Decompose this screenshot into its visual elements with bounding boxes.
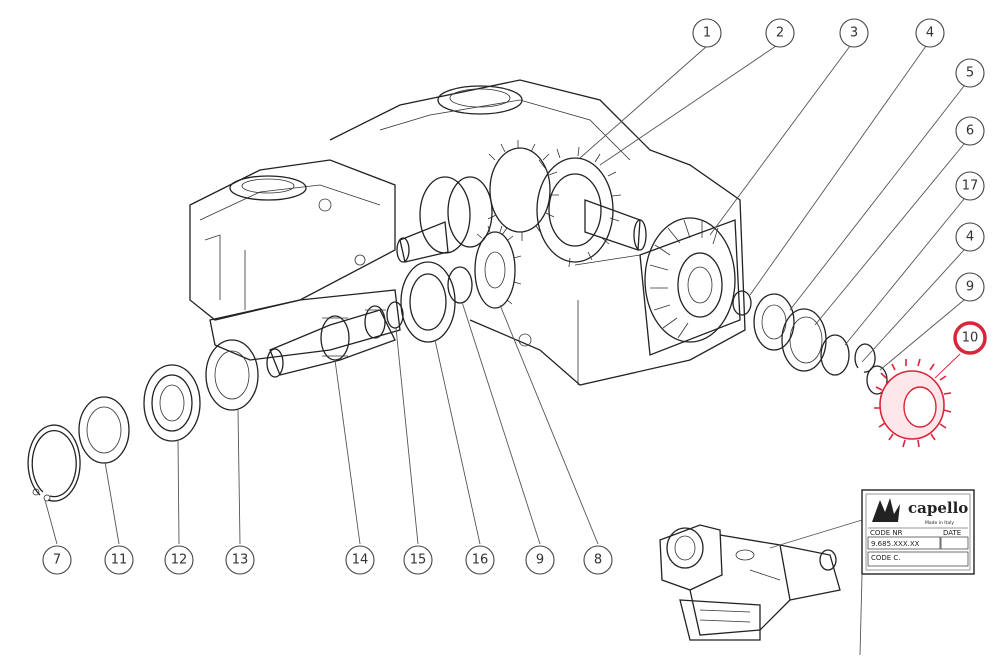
callout-15[interactable]: 15	[403, 545, 433, 575]
nameplate-date-label: DATE	[943, 529, 961, 537]
callout-3[interactable]: 3	[839, 18, 869, 48]
leader-lines	[44, 45, 965, 545]
part-14-input-shaft	[266, 305, 396, 378]
callout-3-label: 3	[850, 26, 858, 41]
callout-2[interactable]: 2	[765, 18, 795, 48]
part-3-crown-wheel	[644, 217, 736, 343]
gearbox-housing	[189, 79, 746, 386]
part-5-bearing	[753, 293, 795, 351]
inset-assembly-thumbnail	[659, 519, 863, 656]
part-2-bevel-shaft	[536, 146, 647, 268]
callout-14[interactable]: 14	[345, 545, 375, 575]
callout-6[interactable]: 6	[955, 116, 985, 146]
callout-4-lower[interactable]: 4	[955, 222, 985, 252]
callout-4-upper[interactable]: 4	[915, 18, 945, 48]
callout-14-label: 14	[352, 553, 369, 568]
callout-10-highlighted[interactable]: 10	[953, 321, 987, 355]
part-7-snap-ring	[27, 424, 81, 502]
callout-12-label: 12	[171, 553, 188, 568]
callout-4-lower-label: 4	[966, 230, 974, 245]
part-16-bearing	[400, 261, 456, 343]
callout-12[interactable]: 12	[164, 545, 194, 575]
callout-2-label: 2	[776, 26, 784, 41]
callout-16-label: 16	[472, 553, 489, 568]
callout-1-label: 1	[703, 26, 711, 41]
callout-8-label: 8	[594, 553, 602, 568]
nameplate-code-value: 9.685.XXX.XX	[871, 540, 920, 548]
callout-10-label: 10	[962, 331, 979, 346]
callout-5[interactable]: 5	[955, 58, 985, 88]
callout-9-right-label: 9	[966, 280, 974, 295]
part-17-shim	[820, 334, 850, 376]
part-upper-shaft-bearing	[396, 176, 493, 263]
callout-7-label: 7	[53, 553, 61, 568]
part-11-washer	[78, 396, 130, 464]
callout-5-label: 5	[966, 66, 974, 81]
callout-16[interactable]: 16	[465, 545, 495, 575]
nameplate-made-in: Made in Italy	[925, 520, 954, 526]
nameplate-code-c-label: CODE C.	[871, 554, 901, 562]
capello-logo-icon	[872, 498, 900, 522]
callout-9-bottom[interactable]: 9	[525, 545, 555, 575]
part-13-seal	[205, 339, 259, 411]
part-1-gear-cluster	[487, 140, 559, 241]
nameplate-code-label: CODE NR	[870, 529, 903, 537]
callout-13-label: 13	[232, 553, 249, 568]
part-10-bevel-pinion[interactable]	[874, 358, 952, 448]
callout-4-upper-label: 4	[926, 26, 934, 41]
callout-11-label: 11	[111, 553, 128, 568]
part-12-bearing	[143, 364, 201, 442]
nameplate-brand: capello	[908, 499, 968, 517]
callout-11[interactable]: 11	[104, 545, 134, 575]
callout-7[interactable]: 7	[42, 545, 72, 575]
callout-17[interactable]: 17	[955, 171, 985, 201]
part-4-circlip	[732, 290, 752, 316]
callout-13[interactable]: 13	[225, 545, 255, 575]
callout-8[interactable]: 8	[583, 545, 613, 575]
callout-6-label: 6	[966, 124, 974, 139]
nameplate: capello Made in Italy CODE NR DATE 9.685…	[861, 489, 975, 575]
callout-15-label: 15	[410, 553, 427, 568]
part-9-ring	[447, 266, 473, 304]
part-9-ring-outer	[866, 365, 888, 395]
part-8-pinion	[474, 225, 522, 309]
callout-17-label: 17	[962, 179, 979, 194]
callout-9-bottom-label: 9	[536, 553, 544, 568]
callouts: 1 2 3 4 5 6 17 4 9 10 7 11 12 13 14 15 1…	[42, 18, 987, 575]
callout-1[interactable]: 1	[692, 18, 722, 48]
callout-9-right[interactable]: 9	[955, 272, 985, 302]
